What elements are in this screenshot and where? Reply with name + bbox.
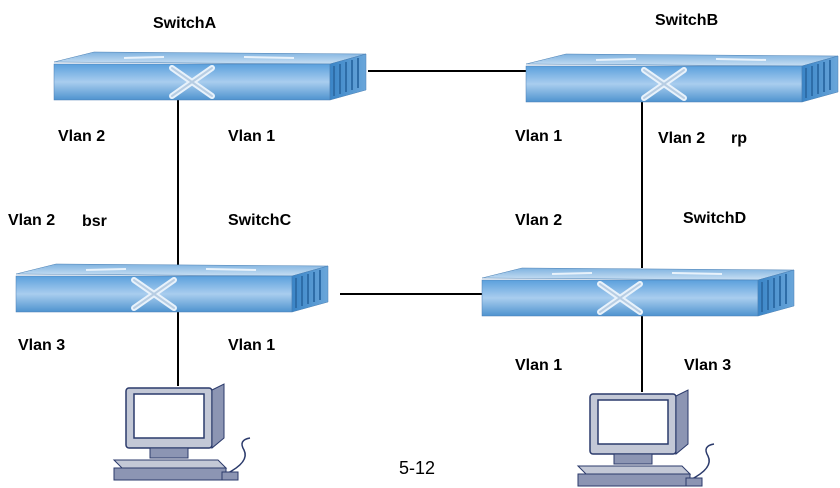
- pc-icon: [577, 389, 715, 487]
- role-label-bsr: bsr: [82, 213, 107, 230]
- switch-d-name: SwitchD: [683, 210, 747, 227]
- links: [177, 70, 643, 392]
- switch-b: [526, 54, 838, 102]
- switch-icon: [16, 264, 328, 312]
- switch-c: [16, 264, 328, 312]
- role-label-rp: rp: [731, 130, 747, 147]
- vlan-label-c-3: Vlan 3: [18, 337, 66, 354]
- vlan-label-c-1: Vlan 1: [228, 337, 276, 354]
- page-number: 5-12: [399, 458, 436, 478]
- pc-c: [113, 383, 251, 481]
- switch-b-name: SwitchB: [655, 12, 719, 29]
- pc-icon: [113, 383, 251, 481]
- switch-a-name: SwitchA: [153, 15, 217, 32]
- switch-d: [482, 268, 794, 316]
- vlan-label-a-2: Vlan 2: [58, 128, 106, 145]
- vlan-label-d-1: Vlan 1: [515, 357, 563, 374]
- vlan-label-b-2: Vlan 2: [658, 130, 706, 147]
- switch-icon: [526, 54, 838, 102]
- switch-icon: [482, 268, 794, 316]
- vlan-label-d-3: Vlan 3: [684, 357, 732, 374]
- pc-d: [577, 389, 715, 487]
- vlan-label-b-1: Vlan 1: [515, 128, 563, 145]
- vlan-label-a-1: Vlan 1: [228, 128, 276, 145]
- switch-a: [54, 52, 366, 100]
- switch-icon: [54, 52, 366, 100]
- vlan-label-c-2: Vlan 2: [8, 212, 56, 229]
- vlan-label-d-2: Vlan 2: [515, 212, 563, 229]
- switch-c-name: SwitchC: [228, 212, 292, 229]
